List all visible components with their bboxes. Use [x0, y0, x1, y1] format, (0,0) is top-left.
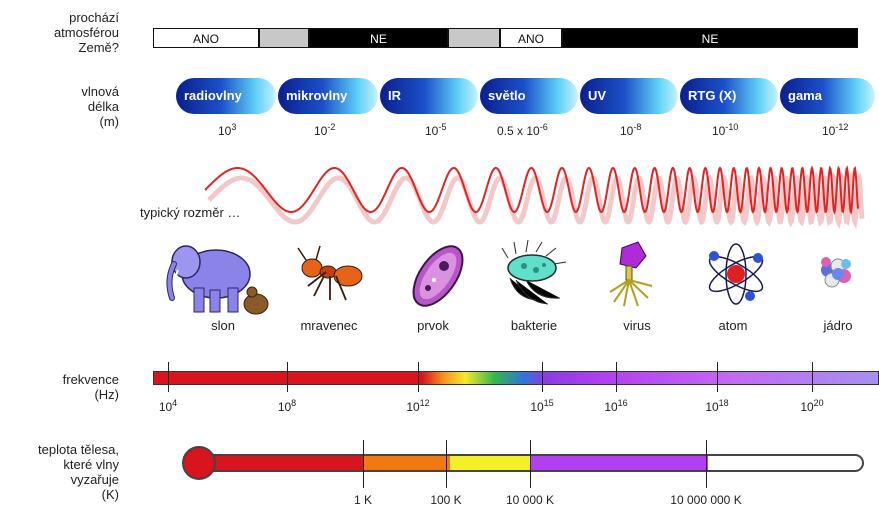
- temperature-tick: [706, 440, 707, 488]
- band-infrared: IR: [380, 78, 478, 114]
- atmosphere-segment-partial: [259, 28, 309, 48]
- frequency-tick-label: 1018: [705, 400, 728, 414]
- frequency-tick-label: 1012: [406, 400, 429, 414]
- temperature-tick-label: 10 000 K: [506, 493, 554, 507]
- band-ultraviolet: UV: [580, 78, 678, 114]
- frequency-tick-label: 1016: [604, 400, 627, 414]
- temperature-tick: [363, 440, 364, 488]
- temperature-label: teplota tělesa, které vlny vyzařuje (K): [38, 442, 119, 502]
- temperature-tick-label: 1 K: [354, 493, 372, 507]
- frequency-bar: [153, 371, 879, 385]
- object-label: slon: [211, 318, 235, 333]
- thermometer-bulb: [182, 446, 216, 480]
- frequency-tick: [616, 362, 617, 392]
- object-label: atom: [719, 318, 748, 333]
- thermometer-fill: [202, 456, 708, 470]
- temperature-tick-label: 100 K: [430, 493, 461, 507]
- atmosphere-segment-radio: ANO: [153, 28, 259, 48]
- band-gamma: gama: [780, 78, 875, 114]
- frequency-tick: [542, 362, 543, 392]
- frequency-tick: [418, 362, 419, 392]
- bacterium-icon: [496, 240, 576, 310]
- frequency-tick: [812, 362, 813, 392]
- wavelength-value: 10-10: [712, 124, 738, 138]
- atmosphere-segment-blocked: NE: [309, 28, 448, 48]
- object-label: mravenec: [300, 318, 357, 333]
- frequency-tick-label: 104: [159, 400, 177, 414]
- elephant-icon: [160, 240, 270, 315]
- atmosphere-segment-partial: [448, 28, 500, 48]
- object-label: bakterie: [511, 318, 557, 333]
- atom-icon: [700, 240, 780, 310]
- frequency-tick: [168, 362, 169, 392]
- object-label: virus: [623, 318, 650, 333]
- frequency-label: frekvence (Hz): [63, 372, 119, 402]
- frequency-tick: [287, 362, 288, 392]
- wavelength-value: 10-12: [822, 124, 848, 138]
- wave-graphic: [0, 150, 879, 240]
- temperature-tick: [446, 440, 447, 488]
- frequency-tick-label: 1015: [530, 400, 553, 414]
- object-label: jádro: [824, 318, 853, 333]
- wavelength-value: 103: [218, 124, 236, 138]
- band-microwave: mikrovlny: [278, 78, 378, 114]
- typical-size-label: typický rozměr …: [140, 205, 243, 220]
- frequency-tick-label: 1020: [800, 400, 823, 414]
- atmosphere-bar: ANO NE ANO NE: [0, 0, 879, 60]
- wavelength-value: 0.5 x 10-6: [497, 124, 548, 138]
- virus-icon: [602, 240, 682, 310]
- ant-icon: [290, 240, 370, 310]
- object-label: prvok: [417, 318, 449, 333]
- frequency-tick-label: 108: [278, 400, 296, 414]
- protozoan-icon: [398, 240, 478, 310]
- wavelength-value: 10-2: [314, 124, 335, 138]
- frequency-tick: [717, 362, 718, 392]
- wavelength-value: 10-5: [425, 124, 446, 138]
- band-light: světlo: [480, 78, 578, 114]
- wavelength-value: 10-8: [620, 124, 641, 138]
- thermometer-tube: [200, 454, 864, 472]
- atmosphere-segment-visible: ANO: [500, 28, 562, 48]
- band-xray: RTG (X): [680, 78, 778, 114]
- atmosphere-segment-blocked: NE: [562, 28, 858, 48]
- temperature-tick-label: 10 000 000 K: [670, 493, 741, 507]
- wavelength-label: vlnová délka (m): [81, 84, 119, 129]
- nucleus-icon: [806, 240, 866, 310]
- band-radio: radiovlny: [176, 78, 276, 114]
- temperature-tick: [530, 440, 531, 488]
